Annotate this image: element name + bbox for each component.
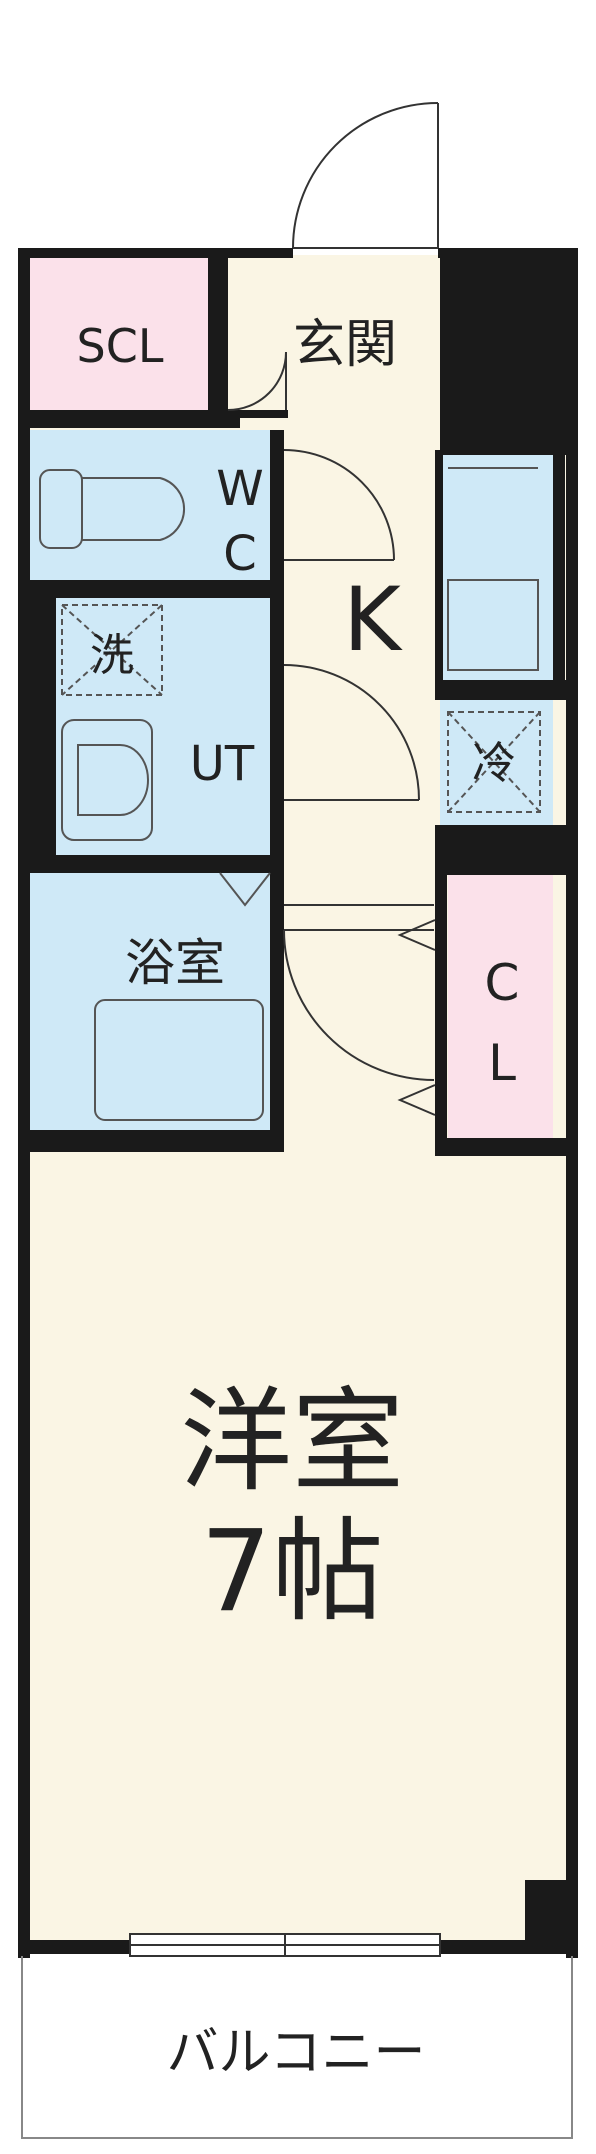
floor-scl (28, 255, 208, 410)
room-label-ut: UT (190, 736, 255, 792)
room-label-wc-w: W (216, 461, 263, 517)
toilet-tank-icon (39, 469, 83, 549)
interior-doors (227, 351, 436, 1116)
walls (18, 248, 578, 1958)
room-label-kitchen: K (343, 568, 403, 671)
floor-ut (55, 597, 278, 855)
room-label-scl: SCL (77, 319, 164, 373)
room-label-bath: 浴室 (125, 934, 225, 992)
floor-wc (28, 430, 278, 580)
room-label-western-name: 洋室 (180, 1377, 404, 1507)
room-label-wc-c: C (223, 526, 257, 582)
room-label-closet-c: C (485, 954, 520, 1012)
room-label-closet-l: L (488, 1034, 516, 1092)
fixtures (21, 467, 573, 2139)
kitchen-sink-icon (447, 579, 539, 671)
balcony-rail (21, 1956, 573, 2139)
sink-icon (61, 719, 153, 841)
room-label-western-size: 7帖 (200, 1507, 383, 1637)
floor-kitchen-counter (440, 450, 553, 682)
room-label-fridge: 冷 (472, 738, 516, 789)
floor-fridge (440, 700, 553, 825)
room-label-balcony: バルコニー (167, 2023, 426, 2083)
floor-closet (448, 870, 553, 1138)
room-label-washer: 洗 (90, 630, 134, 681)
room-label-entrance: 玄関 (293, 315, 397, 375)
bathtub-icon (94, 999, 264, 1121)
entrance-door (292, 102, 439, 249)
toilet-bowl-icon (82, 477, 186, 541)
floor-balcony (18, 1952, 576, 2140)
